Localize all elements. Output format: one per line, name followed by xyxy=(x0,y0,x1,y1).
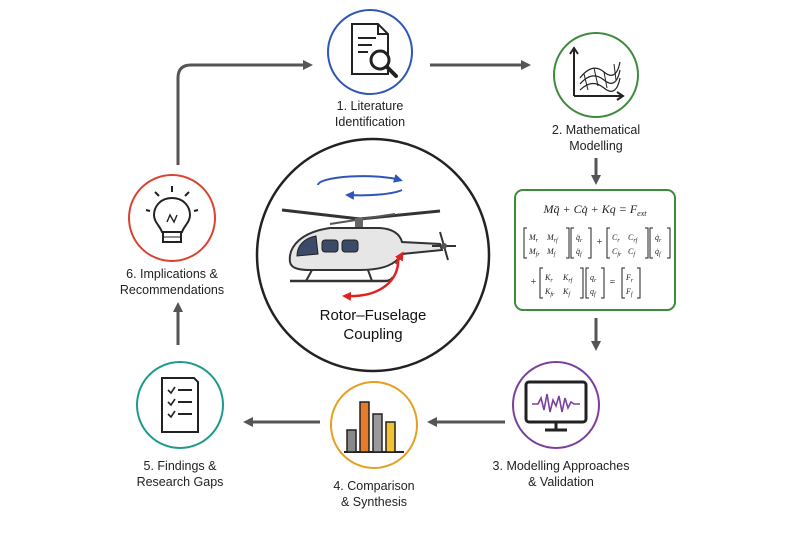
svg-text:Krf: Krf xyxy=(562,273,574,284)
step-findings-label: 5. Findings & Research Gaps xyxy=(136,459,224,489)
step-math-label: 2. Mathematical Modelling xyxy=(551,123,641,153)
surface-plot-icon xyxy=(569,46,625,101)
svg-text:+: + xyxy=(596,237,603,248)
svg-text:Mfr: Mfr xyxy=(528,247,540,258)
step-literature-node xyxy=(327,9,413,95)
step-approaches-label: 3. Modelling Approaches & Validation xyxy=(492,459,630,489)
flow-arrows xyxy=(173,60,601,427)
svg-text:qf: qf xyxy=(590,287,597,298)
step-comparison-label: 4. Comparison & Synthesis xyxy=(333,479,415,509)
center-title: Rotor–Fuselage Coupling xyxy=(319,307,427,343)
arrow-6-to-1 xyxy=(176,60,313,165)
svg-text:Mr: Mr xyxy=(528,233,539,244)
equation-main: Mq̈ + Cq̇ + Kq = Fext xyxy=(543,202,648,218)
checklist-icon xyxy=(161,377,199,433)
svg-text:Cf: Cf xyxy=(628,247,636,258)
svg-text:Cfr: Cfr xyxy=(612,247,622,258)
svg-text:Fr: Fr xyxy=(625,273,634,284)
step-implications-node xyxy=(128,174,216,262)
coupling-arrow-icon xyxy=(342,251,404,301)
svg-text:q̈f: q̈f xyxy=(576,247,583,258)
svg-text:q̇f: q̇f xyxy=(655,247,662,258)
matrix-equation-mass-damping: Mr Mrf Mfr Mf q̈r q̈f + Cr Crf Cfr Cf q̇… xyxy=(523,227,671,259)
svg-text:Mf: Mf xyxy=(546,247,557,258)
svg-text:Kr: Kr xyxy=(544,273,553,284)
rotor-rotation-arrows-icon xyxy=(317,174,403,200)
step-approaches-node xyxy=(512,361,600,449)
step-literature-label: 1. Literature Identification xyxy=(334,99,406,129)
svg-text:Crf: Crf xyxy=(628,233,639,244)
svg-text:+: + xyxy=(530,277,537,288)
svg-text:q̇r: q̇r xyxy=(655,233,662,244)
svg-text:Mrf: Mrf xyxy=(546,233,559,244)
equation-box: Mq̈ + Cq̇ + Kq = Fext Mr Mrf Mfr Mf q̈r … xyxy=(514,189,676,311)
bar-chart-icon xyxy=(344,401,404,453)
step-findings-node xyxy=(136,361,224,449)
step-implications-label: 6. Implications & Recommendations xyxy=(119,267,225,297)
step-comparison-node xyxy=(330,381,418,469)
matrix-equation-stiffness-force: + Kr Krf Kfr Kf qr qf = Fr Ff xyxy=(530,267,641,299)
svg-text:qr: qr xyxy=(590,273,597,284)
svg-text:Kfr: Kfr xyxy=(544,287,555,298)
document-search-icon xyxy=(351,23,398,78)
helicopter-icon xyxy=(281,208,456,283)
center-node xyxy=(255,137,491,373)
svg-text:=: = xyxy=(609,277,616,288)
svg-text:Kf: Kf xyxy=(562,287,571,298)
svg-text:Ff: Ff xyxy=(625,287,634,298)
svg-text:Cr: Cr xyxy=(612,233,620,244)
lightbulb-icon xyxy=(145,186,199,243)
svg-text:q̈r: q̈r xyxy=(576,233,583,244)
step-math-node xyxy=(553,32,639,118)
monitor-waveform-icon xyxy=(524,380,588,432)
